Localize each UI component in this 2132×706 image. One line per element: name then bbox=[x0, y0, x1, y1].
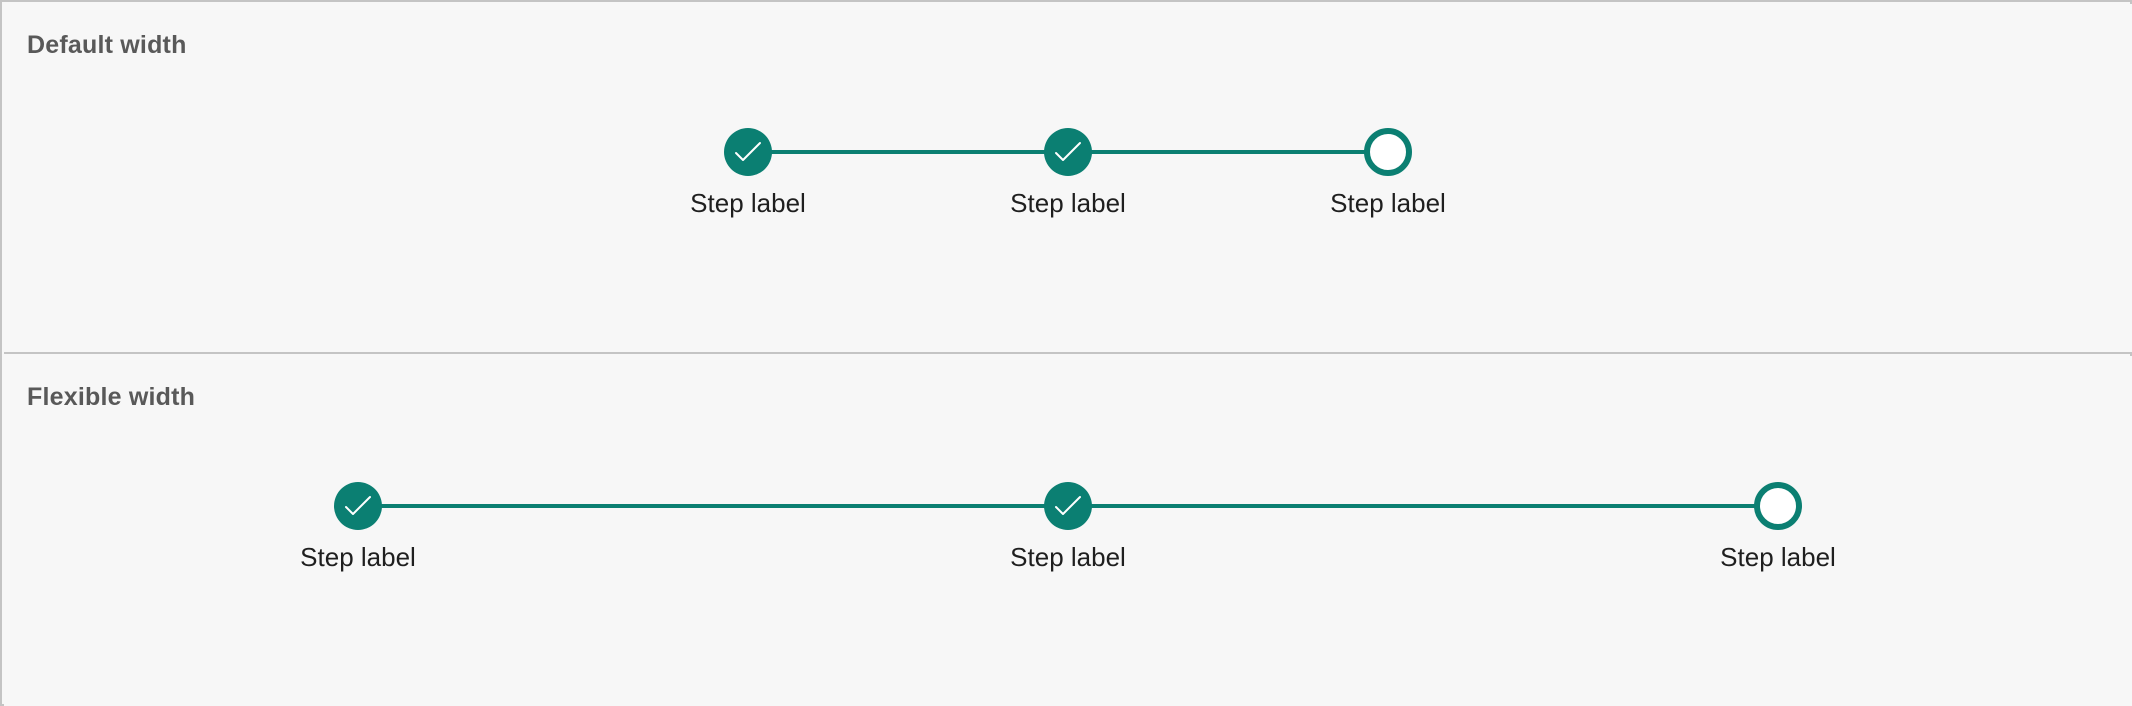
check-icon bbox=[1055, 142, 1081, 161]
step-1[interactable]: Step label bbox=[258, 482, 458, 573]
step-completed-indicator bbox=[1044, 128, 1092, 176]
step-label: Step label bbox=[1010, 188, 1126, 218]
step-2[interactable]: Step label bbox=[968, 128, 1168, 219]
step-label: Step label bbox=[300, 542, 416, 572]
step-label: Step label bbox=[1010, 542, 1126, 572]
step-label: Step label bbox=[690, 188, 806, 218]
step-2[interactable]: Step label bbox=[968, 482, 1168, 573]
check-icon bbox=[1055, 496, 1081, 515]
step-3[interactable]: Step label bbox=[1678, 482, 1878, 573]
step-completed-indicator bbox=[334, 482, 382, 530]
check-icon bbox=[735, 142, 761, 161]
step-connector bbox=[358, 504, 1068, 508]
step-connector bbox=[1068, 504, 1778, 508]
section-title: Flexible width bbox=[27, 383, 196, 411]
step-label: Step label bbox=[1330, 188, 1446, 218]
step-connector bbox=[1068, 150, 1388, 154]
check-icon bbox=[345, 496, 371, 515]
default-width-section: Default width Step label Step label bbox=[4, 4, 2132, 354]
stepper-default-width: Step label Step label Step label bbox=[4, 4, 2132, 354]
step-connector bbox=[748, 150, 1068, 154]
stepper-flexible-width: Step label Step label Step label bbox=[4, 356, 2132, 706]
section-title: Default width bbox=[27, 31, 187, 59]
flexible-width-section: Flexible width Step label Step label bbox=[4, 356, 2132, 706]
empty-circle-icon bbox=[1754, 482, 1802, 530]
empty-circle-icon bbox=[1364, 128, 1412, 176]
step-label: Step label bbox=[1720, 542, 1836, 572]
step-completed-indicator bbox=[724, 128, 772, 176]
step-completed-indicator bbox=[1044, 482, 1092, 530]
step-3[interactable]: Step label bbox=[1288, 128, 1488, 219]
step-1[interactable]: Step label bbox=[648, 128, 848, 219]
